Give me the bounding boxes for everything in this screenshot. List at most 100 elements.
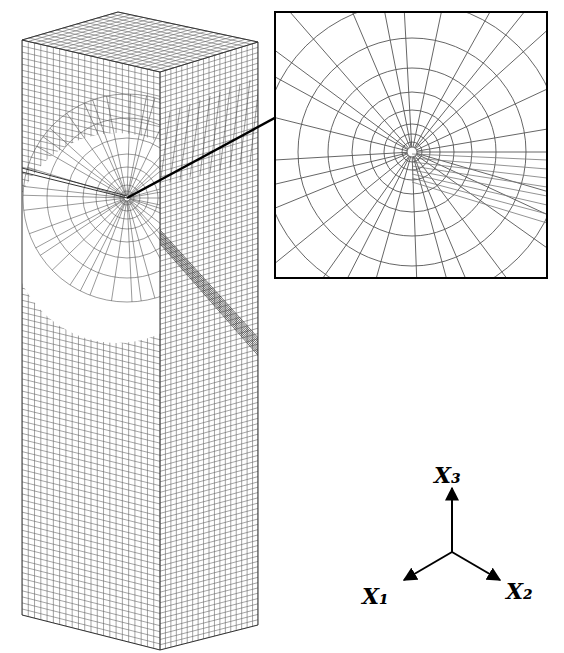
- mesh-line: [210, 92, 220, 173]
- top-face-mesh: [22, 12, 258, 72]
- mesh-line: [67, 113, 125, 195]
- axis-arrow: [452, 552, 500, 580]
- mesh-line: [160, 535, 258, 561]
- mesh-line: [412, 154, 546, 160]
- mesh-line: [22, 70, 160, 102]
- mesh-line: [72, 52, 73, 628]
- mesh-line: [131, 209, 260, 355]
- mesh-line: [417, 152, 546, 153]
- mesh-line: [131, 201, 260, 344]
- mesh-line: [160, 339, 258, 366]
- mesh-line: [160, 503, 258, 529]
- mesh-line: [160, 175, 258, 204]
- mesh-line: [78, 53, 79, 629]
- mesh-line: [22, 355, 160, 389]
- mesh-line: [160, 455, 258, 481]
- mesh-line: [276, 36, 408, 149]
- mesh-line: [22, 367, 160, 401]
- mesh-line: [160, 519, 258, 545]
- mesh-line: [160, 551, 258, 577]
- mesh-line: [160, 583, 258, 608]
- mesh-ring: [276, 13, 546, 277]
- mesh-line: [160, 397, 258, 424]
- mesh-line: [220, 88, 230, 170]
- mesh-line: [160, 381, 258, 408]
- mesh-line: [22, 172, 127, 198]
- mesh-line: [160, 572, 258, 597]
- mesh-line: [160, 593, 258, 618]
- axis-label: X₂: [506, 580, 533, 602]
- mesh-line: [160, 153, 258, 182]
- mesh-line: [160, 281, 258, 309]
- mesh-line: [131, 203, 260, 347]
- mesh-line: [412, 182, 546, 223]
- mesh-line: [160, 371, 258, 398]
- mesh-ring: [407, 147, 417, 157]
- mesh-line: [190, 100, 200, 178]
- mesh-line: [160, 413, 258, 440]
- mesh-line: [160, 588, 258, 613]
- mesh-line: [160, 334, 258, 362]
- mesh-line: [160, 72, 161, 650]
- mesh-line: [412, 158, 546, 169]
- mesh-line: [154, 41, 252, 71]
- mesh-line: [160, 296, 258, 324]
- mesh-line: [160, 487, 258, 513]
- mesh-line: [160, 577, 258, 602]
- mesh-line: [22, 361, 160, 395]
- mesh-line: [129, 35, 227, 65]
- mesh-line: [417, 119, 546, 151]
- mesh-line: [276, 154, 407, 226]
- mesh-line: [22, 82, 160, 114]
- mesh-line: [107, 96, 127, 195]
- mesh-line: [160, 365, 258, 392]
- mesh-line: [160, 344, 258, 371]
- mesh-line: [90, 201, 126, 295]
- mesh-line: [40, 44, 41, 619]
- mesh-line: [140, 120, 150, 190]
- mesh-line: [150, 116, 160, 188]
- mesh-line: [129, 200, 209, 261]
- mesh-ring: [298, 38, 526, 266]
- block-outline: [22, 12, 258, 72]
- mesh-line: [160, 259, 258, 287]
- axis-label: X₁: [362, 585, 389, 607]
- mesh-line: [22, 46, 160, 78]
- mesh-line: [160, 546, 258, 572]
- mesh-line: [160, 477, 258, 503]
- mesh-line: [276, 152, 407, 163]
- mesh-line: [135, 37, 233, 67]
- mesh-line: [160, 164, 258, 193]
- mesh-line: [230, 84, 240, 168]
- mesh-line: [160, 275, 258, 303]
- mesh-line: [22, 343, 160, 377]
- mesh-line: [160, 434, 258, 461]
- block-outline: [22, 40, 258, 650]
- mesh-line: [412, 166, 546, 187]
- mesh-line: [131, 198, 260, 340]
- mesh-line: [276, 155, 408, 275]
- mesh-line: [160, 471, 258, 497]
- mesh-line: [160, 238, 258, 266]
- mesh-line: [22, 101, 160, 133]
- mesh-line: [24, 186, 124, 197]
- mesh-line: [22, 94, 160, 126]
- mesh-line: [160, 620, 258, 645]
- mesh-line: [22, 88, 160, 120]
- mesh-line: [128, 201, 177, 290]
- mesh-line: [127, 94, 130, 195]
- mesh-line: [59, 49, 60, 625]
- mesh-line: [160, 429, 258, 456]
- mesh-line: [160, 355, 258, 382]
- mesh-ring: [384, 124, 440, 180]
- mesh-line: [240, 80, 250, 165]
- mesh-line: [160, 376, 258, 403]
- mesh-line: [160, 408, 258, 435]
- mesh-line: [276, 105, 407, 151]
- mesh-line: [160, 466, 258, 492]
- mesh-line: [160, 112, 170, 185]
- mesh-line: [131, 208, 260, 354]
- mesh-line: [284, 13, 409, 148]
- axis-arrow: [451, 488, 453, 552]
- mesh-ring: [402, 142, 422, 162]
